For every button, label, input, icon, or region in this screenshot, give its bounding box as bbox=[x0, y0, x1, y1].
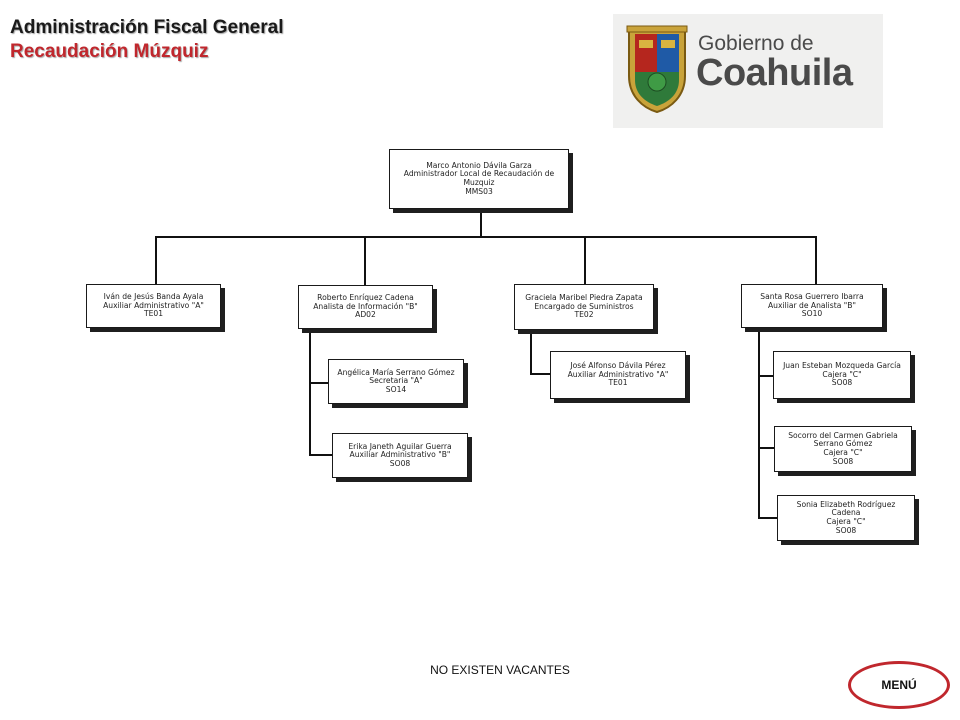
logo-line-1: Gobierno de bbox=[698, 32, 814, 55]
person-name: Iván de Jesús Banda Ayala bbox=[103, 292, 204, 302]
person-name: Graciela Maribel Piedra Zapata bbox=[525, 293, 643, 303]
position-code: TE02 bbox=[574, 310, 594, 320]
person-name: Sonia Elizabeth Rodríguez Cadena bbox=[796, 499, 896, 518]
person-name: Marco Antonio Dávila Garza bbox=[426, 160, 532, 170]
menu-button-label: MENÚ bbox=[881, 678, 917, 692]
page-subtitle: Recaudación Múzquiz bbox=[10, 41, 209, 62]
connector-line bbox=[758, 328, 760, 518]
position-code: SO08 bbox=[831, 378, 853, 388]
connector-line bbox=[758, 447, 774, 449]
connector-line bbox=[758, 375, 774, 377]
connector-line bbox=[758, 517, 778, 519]
page-title: Administración Fiscal General bbox=[10, 17, 284, 38]
person-role: Cajera "C" bbox=[826, 517, 866, 526]
org-node: Erika Janeth Aguilar Guerra Auxiliar Adm… bbox=[332, 433, 468, 478]
connector-line bbox=[309, 454, 333, 456]
connector-line bbox=[155, 236, 157, 286]
connector-line bbox=[530, 330, 532, 374]
person-name: Roberto Enríquez Cadena bbox=[317, 293, 414, 303]
gobierno-coahuila-logo: Gobierno de Coahuila bbox=[613, 14, 883, 128]
logo-line-2: Coahuila bbox=[696, 52, 853, 94]
person-role: Auxiliar de Analista "B" bbox=[767, 300, 856, 310]
connector-line bbox=[815, 236, 817, 286]
coat-of-arms-icon bbox=[626, 25, 688, 114]
person-name: Juan Esteban Mozqueda García bbox=[783, 361, 901, 371]
connector-line bbox=[480, 210, 482, 238]
person-role: Cajera "C" bbox=[822, 369, 862, 379]
vacancies-notice: NO EXISTEN VACANTES bbox=[430, 663, 570, 677]
position-code: TE01 bbox=[143, 309, 164, 319]
person-role: Encargado de Suministros bbox=[534, 301, 634, 311]
person-name: Socorro del Carmen Gabriela Serrano Góme… bbox=[788, 430, 898, 449]
connector-line bbox=[309, 328, 311, 456]
position-code: TE01 bbox=[608, 378, 628, 388]
org-node: Graciela Maribel Piedra Zapata Encargado… bbox=[514, 284, 654, 330]
person-role: Secretaria "A" bbox=[369, 376, 423, 386]
org-node: Socorro del Carmen Gabriela Serrano Góme… bbox=[774, 426, 912, 472]
position-code: MMS03 bbox=[465, 186, 493, 196]
position-code: SO08 bbox=[832, 456, 854, 466]
person-role: Auxiliar Administrativo "A" bbox=[567, 369, 669, 379]
connector-line bbox=[364, 236, 366, 286]
person-role: Administrador Local de Recaudación de Mu… bbox=[403, 169, 555, 187]
org-node-root: Marco Antonio Dávila Garza Administrador… bbox=[389, 149, 569, 209]
org-node: Santa Rosa Guerrero Ibarra Auxiliar de A… bbox=[741, 284, 883, 328]
person-role: Analista de Información "B" bbox=[313, 301, 418, 311]
position-code: AD02 bbox=[355, 310, 376, 320]
person-name: Erika Janeth Aguilar Guerra bbox=[348, 441, 452, 451]
connector-line bbox=[530, 373, 550, 375]
position-code: SO14 bbox=[385, 384, 407, 394]
connector-line bbox=[309, 382, 329, 384]
org-node: Iván de Jesús Banda Ayala Auxiliar Admin… bbox=[86, 284, 221, 328]
header-title-block: Administración Fiscal General Recaudació… bbox=[10, 16, 283, 64]
position-code: SO08 bbox=[389, 458, 411, 468]
person-name: José Alfonso Dávila Pérez bbox=[570, 361, 666, 371]
person-role: Cajera "C" bbox=[823, 448, 863, 457]
connector-line bbox=[584, 236, 586, 286]
position-code: SO10 bbox=[801, 309, 823, 319]
org-node: Roberto Enríquez Cadena Analista de Info… bbox=[298, 285, 433, 329]
org-node: Sonia Elizabeth Rodríguez Cadena Cajera … bbox=[777, 495, 915, 541]
person-role: Auxiliar Administrativo "A" bbox=[103, 300, 204, 310]
person-name: Angélica María Serrano Gómez bbox=[337, 367, 455, 377]
menu-button[interactable]: MENÚ bbox=[848, 661, 950, 709]
connector-line bbox=[155, 236, 817, 238]
position-code: SO08 bbox=[835, 525, 857, 535]
org-node: José Alfonso Dávila Pérez Auxiliar Admin… bbox=[550, 351, 686, 399]
person-role: Auxiliar Administrativo "B" bbox=[349, 450, 451, 460]
org-node: Juan Esteban Mozqueda García Cajera "C" … bbox=[773, 351, 911, 399]
person-name: Santa Rosa Guerrero Ibarra bbox=[760, 292, 864, 302]
org-node: Angélica María Serrano Gómez Secretaria … bbox=[328, 359, 464, 404]
